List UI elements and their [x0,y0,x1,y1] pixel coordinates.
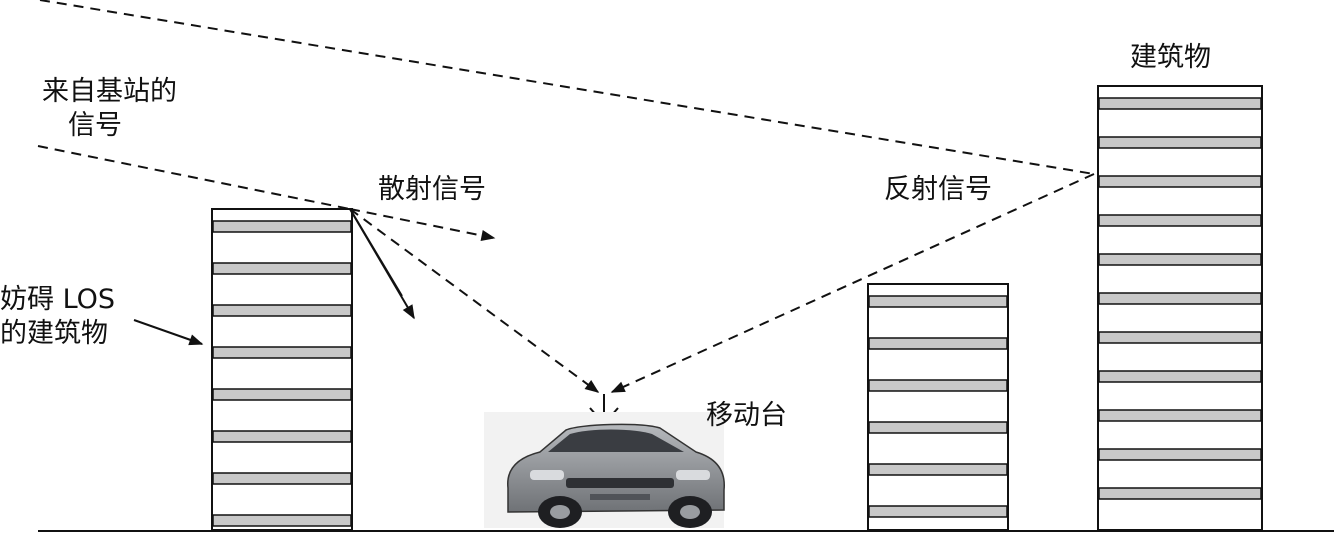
floor-band [212,514,352,527]
middle-building [867,283,1009,531]
floor-band [212,262,352,275]
label-building: 建筑物 [1130,42,1211,73]
floor-band [212,346,352,359]
reflected-signal-path [610,173,1095,393]
floor-band [868,421,1008,434]
floor-band [212,430,352,443]
label-base-station-line1: 来自基站的 [42,76,177,107]
floor-band [1098,214,1262,227]
building-outline [867,283,1009,531]
floor-band [1098,292,1262,305]
floor-band [212,304,352,317]
floor-band [1098,448,1262,461]
floor-band [868,337,1008,350]
floor-band [868,379,1008,392]
signal-paths [37,0,1095,393]
label-blocking-building-line1: 妨碍 LOS [0,284,115,315]
floor-band [1098,253,1262,266]
label-base-station-line2: 信号 [68,110,122,141]
signal-path-to-edge [37,145,351,210]
blocking-building [211,208,353,531]
scatter-arrows [349,208,415,320]
label-scattered-signal: 散射信号 [378,174,486,205]
floor-band [1098,175,1262,188]
tall-building [1097,85,1263,531]
floor-band [1098,136,1262,149]
floor-band [1098,370,1262,383]
signal-path-to-reflector [39,0,1095,175]
building-outline [1097,85,1263,531]
scattered-signal-path [349,208,496,242]
scatter-arrow-mid [349,208,403,297]
floor-band [1098,331,1262,344]
floor-band [1098,487,1262,500]
floor-band [212,388,352,401]
blocking-building-pointer [133,319,204,346]
floor-band [868,295,1008,308]
floor-band [868,463,1008,476]
floor-band [868,505,1008,518]
floor-band [1098,97,1262,110]
floor-band [212,472,352,485]
floor-band [212,220,352,233]
label-mobile-station: 移动台 [706,400,787,431]
label-blocking-building-line2: 的建筑物 [0,318,108,349]
car-icon [484,412,725,528]
floor-band [1098,409,1262,422]
label-reflected-signal: 反射信号 [884,174,992,205]
diffracted-signal-path [349,208,600,393]
